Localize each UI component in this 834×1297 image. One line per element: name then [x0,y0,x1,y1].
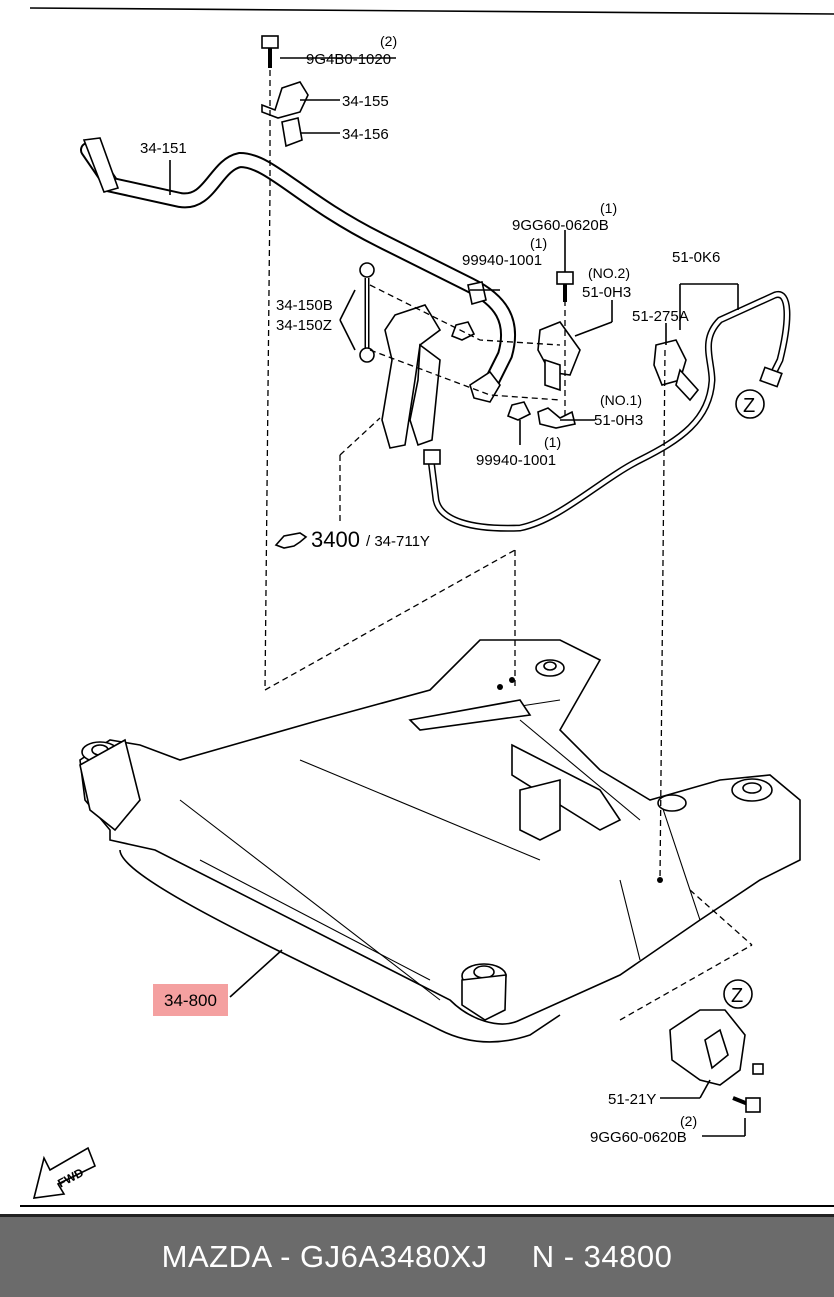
label-nut-upper-qty: (1) [530,235,547,251]
svg-text:Z: Z [743,395,755,417]
control-arm-bracket[interactable] [381,304,442,449]
footer-bar: MAZDA - GJ6A3480XJ N - 34800 [0,1214,834,1297]
label-bolt-qty: (2) [380,33,397,49]
label-control-arm-sub[interactable]: / 34-711Y [366,533,430,550]
harness-bracket[interactable] [669,1009,746,1086]
label-stabilizer[interactable]: 34-151 [140,140,187,157]
label-link-z[interactable]: 34-150Z [276,317,332,334]
bolt-lower-icon[interactable] [732,1096,761,1113]
parts-diagram: (2) 9G4B0-1020 34-155 34-156 34-151 (1) … [20,7,834,1207]
label-nut-lower[interactable]: 99940-1001 [476,452,556,469]
front-crossmember[interactable] [79,639,801,1043]
bar-bushing[interactable] [467,281,487,306]
stabilizer-link[interactable] [359,262,375,363]
label-link-b[interactable]: 34-150B [276,297,333,314]
label-harness-bracket[interactable]: 51-21Y [608,1091,656,1108]
stabilizer-bushing[interactable] [281,117,303,148]
zoom-tag-upper[interactable]: Z [735,389,765,419]
stabilizer-bar[interactable] [80,137,517,393]
label-bracket[interactable]: 34-155 [342,93,389,110]
label-sensor-no1-qty: (NO.1) [600,392,642,408]
pointing-hand-icon [274,532,308,549]
label-bolt-upper[interactable]: 9GG60-0620B [512,217,609,234]
label-nut-lower-qty: (1) [544,434,561,450]
bar-end[interactable] [469,370,501,403]
label-harness[interactable]: 51-0K6 [672,249,720,266]
label-bolt-lower[interactable]: 9GG60-0620B [590,1129,687,1146]
leader-lines [169,57,753,1137]
label-bolt-upper-qty: (1) [600,200,617,216]
height-sensor[interactable] [653,339,700,402]
label-bolt-lower-qty: (2) [680,1113,697,1129]
footer-part-info: MAZDA - GJ6A3480XJ [161,1239,488,1274]
bolt-icon[interactable] [261,35,279,68]
label-sensor-no2-qty: (NO.2) [588,265,630,281]
bolt-small-icon[interactable] [752,1063,764,1075]
label-crossmember[interactable]: 34-800 [164,991,217,1010]
sensor-bracket-no1[interactable] [537,407,576,429]
stabilizer-bracket[interactable] [261,81,309,119]
label-control-arm-ref[interactable]: 3400 [311,527,360,552]
label-bushing[interactable]: 34-156 [342,126,389,143]
label-bolt[interactable]: 9G4B0-1020 [306,51,391,68]
label-sensor-no2[interactable]: 51-0H3 [582,284,631,301]
svg-text:Z: Z [731,985,743,1007]
footer-ref-code: N - 34800 [531,1239,673,1274]
frame-top-line [29,7,834,15]
label-nut-upper[interactable]: 99940-1001 [462,252,542,269]
sensor-bracket-no2[interactable] [537,321,581,392]
zoom-tag-lower[interactable]: Z [723,979,753,1009]
nut-lower[interactable] [506,401,532,421]
highlight-box [153,984,228,1016]
wiring-harness[interactable] [423,291,791,532]
label-sensor[interactable]: 51-275A [632,308,689,325]
forward-arrow-icon: FWD [32,1146,97,1199]
label-sensor-no1[interactable]: 51-0H3 [594,412,643,429]
bolt-upper-icon[interactable] [556,271,574,302]
